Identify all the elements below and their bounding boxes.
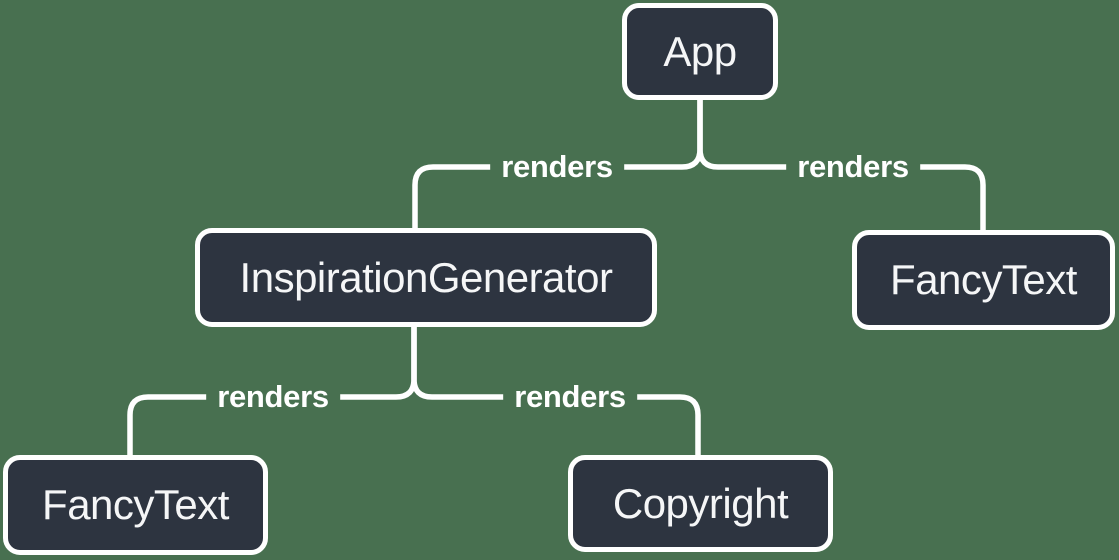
node-fancy-text-left-label: FancyText bbox=[42, 481, 229, 528]
edge-label-renders: renders bbox=[206, 377, 340, 417]
node-inspiration-generator: InspirationGenerator bbox=[195, 228, 657, 327]
node-app-label: App bbox=[663, 27, 737, 75]
node-inspiration-generator-label: InspirationGenerator bbox=[239, 253, 613, 301]
node-copyright: Copyright bbox=[568, 455, 833, 552]
edge-label-renders: renders bbox=[503, 377, 637, 417]
node-copyright-label: Copyright bbox=[612, 479, 789, 527]
edge-label-renders: renders bbox=[786, 147, 920, 187]
node-fancy-text-right: FancyText bbox=[852, 230, 1115, 330]
edge-label-renders: renders bbox=[490, 147, 624, 187]
node-fancy-text-right-label: FancyText bbox=[890, 256, 1077, 303]
node-fancy-text-left: FancyText bbox=[3, 455, 268, 555]
node-app: App bbox=[622, 3, 778, 100]
